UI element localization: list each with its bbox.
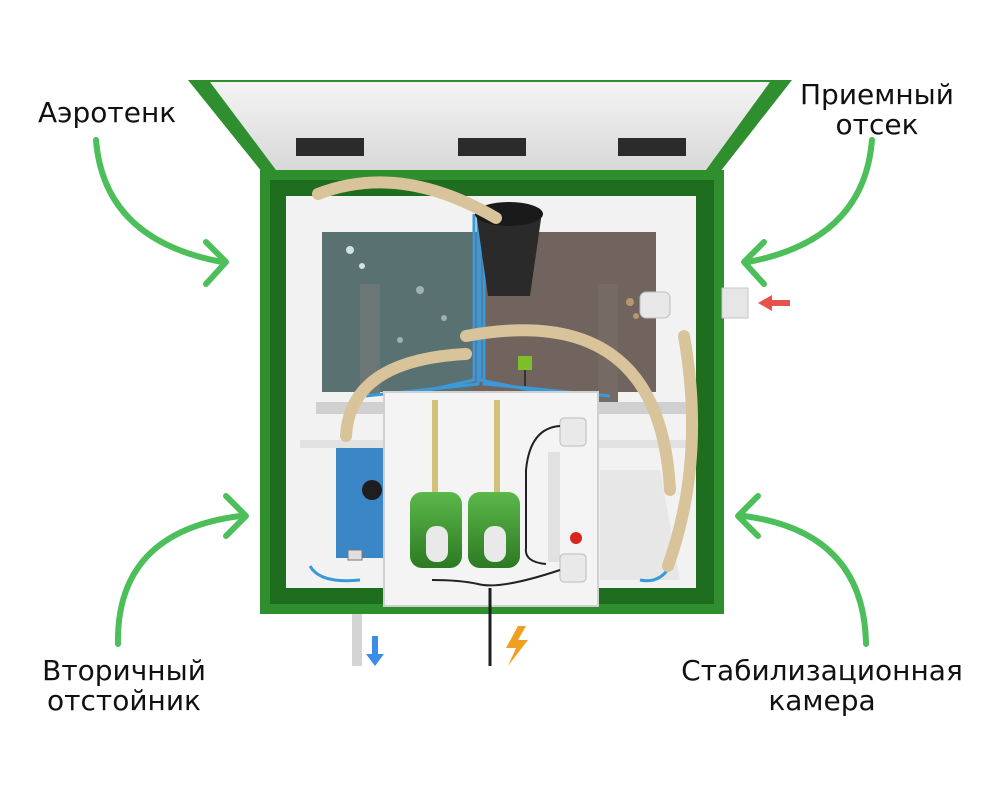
pointer-arrow-receiving: [745, 137, 875, 265]
label-receiving-chamber: Приемный отсек: [790, 80, 964, 140]
pointer-arrow-aerotank: [93, 137, 225, 265]
inflow-pipe: [639, 287, 790, 319]
label-secondary-line1: Вторичный: [42, 654, 206, 687]
label-stabilization-line2: камера: [768, 684, 876, 717]
label-receiving-line1: Приемный: [800, 78, 954, 111]
pointer-arrow-stabilization: [741, 513, 869, 647]
control-unit: [383, 356, 599, 607]
aerotank-pipe: [360, 284, 380, 394]
label-stabilization-line1: Стабилизационная: [681, 654, 963, 687]
compressor-left: [410, 492, 462, 568]
indicator-light: [570, 532, 582, 544]
label-stabilization-chamber: Стабилизационная камера: [672, 656, 972, 716]
lid-vent-center: [458, 138, 526, 156]
pointer-arrowhead-secondary: [223, 493, 249, 539]
open-lid: [188, 80, 792, 172]
receiving-pipe: [598, 284, 618, 404]
label-aerotank-text: Аэротенк: [38, 96, 177, 129]
aerotank-chamber: [322, 232, 472, 394]
stabilization-chamber: [600, 470, 680, 580]
connector-top: [559, 417, 587, 447]
pointer-arrowhead-stabilization: [735, 493, 761, 539]
pointer-arrow-secondary: [114, 513, 243, 647]
red-arrow-left-icon: [758, 295, 790, 311]
pointer-arrowhead-receiving: [741, 239, 767, 287]
blue-arrow-down-icon: [366, 636, 384, 666]
sensor-green: [518, 356, 532, 370]
lid-vent-left: [296, 138, 364, 156]
lid-vent-right: [618, 138, 686, 156]
compressor-right: [468, 492, 520, 568]
lightning-bolt-icon: [506, 626, 528, 666]
label-secondary-settler: Вторичный отстойник: [26, 656, 222, 716]
label-secondary-line2: отстойник: [47, 684, 201, 717]
power-cable: [488, 588, 528, 666]
outflow-pipe: [352, 614, 384, 666]
connector-bottom: [559, 553, 587, 583]
pointer-arrowhead-aerotank: [203, 239, 229, 287]
tan-hoses: [312, 176, 699, 572]
label-aerotank: Аэротенк: [38, 98, 176, 128]
label-receiving-line2: отсек: [835, 108, 919, 141]
